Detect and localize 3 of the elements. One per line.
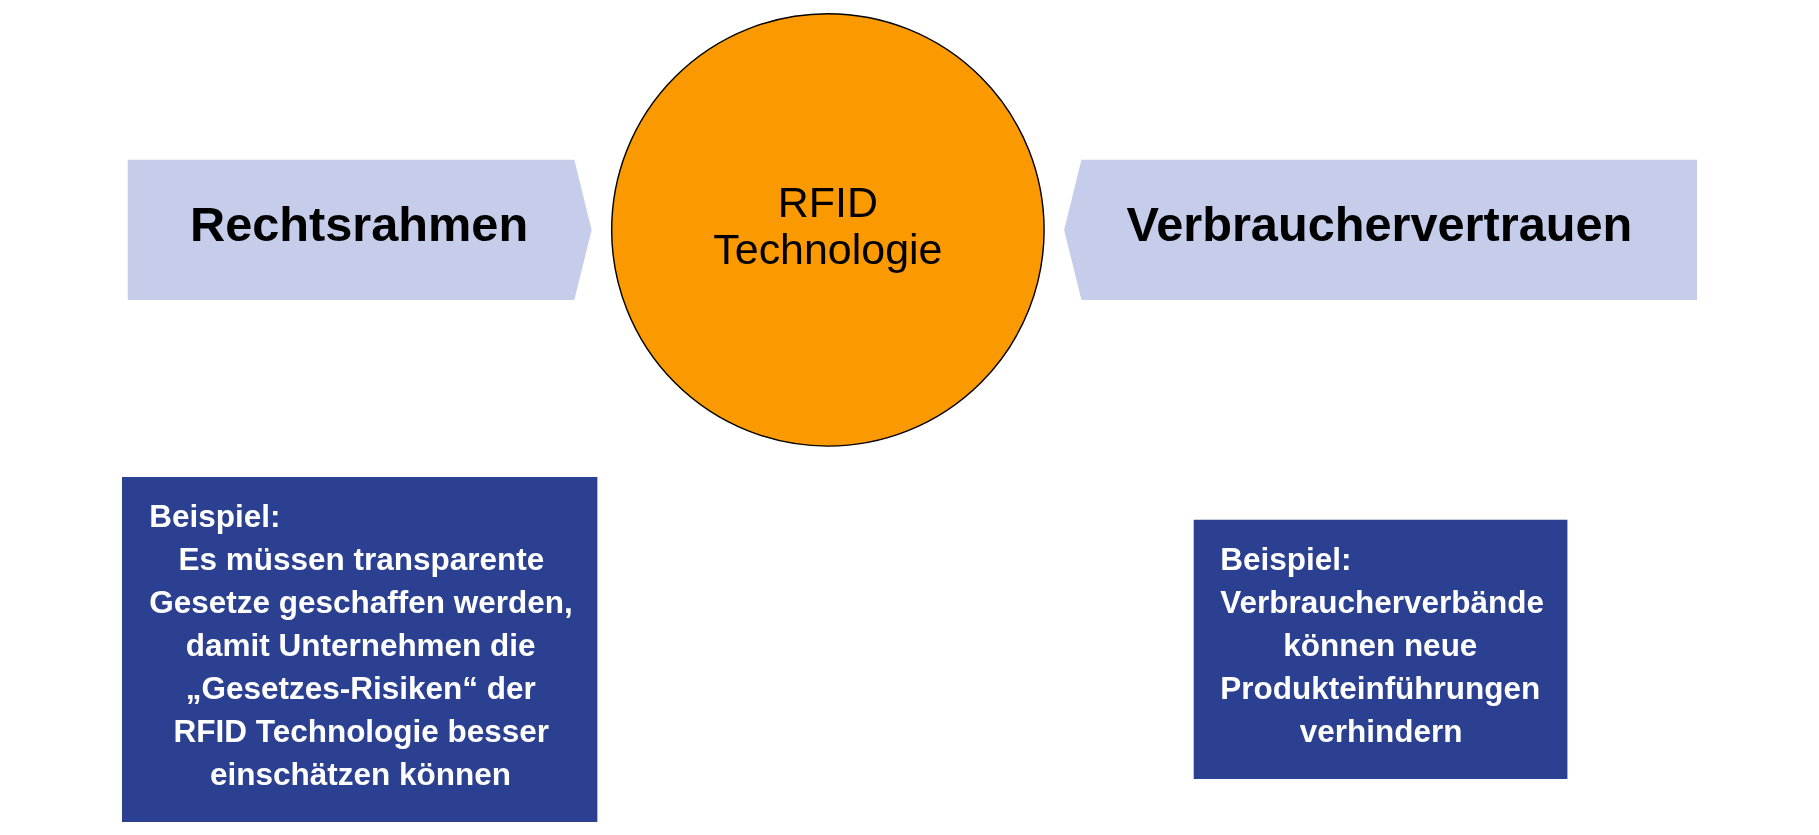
node-box: Beispiel: Es müssen transparente Gesetze geschaffen werden, damit Unternehmen die „Gesetzes-Risiken“ der RFID Technologie besser einschätzen können: [122, 476, 598, 822]
node-box: Beispiel: Verbraucherverbände können neue Produkteinführungen verhindern: [1193, 519, 1568, 780]
node-circle: RFID Technologie: [610, 13, 1045, 447]
